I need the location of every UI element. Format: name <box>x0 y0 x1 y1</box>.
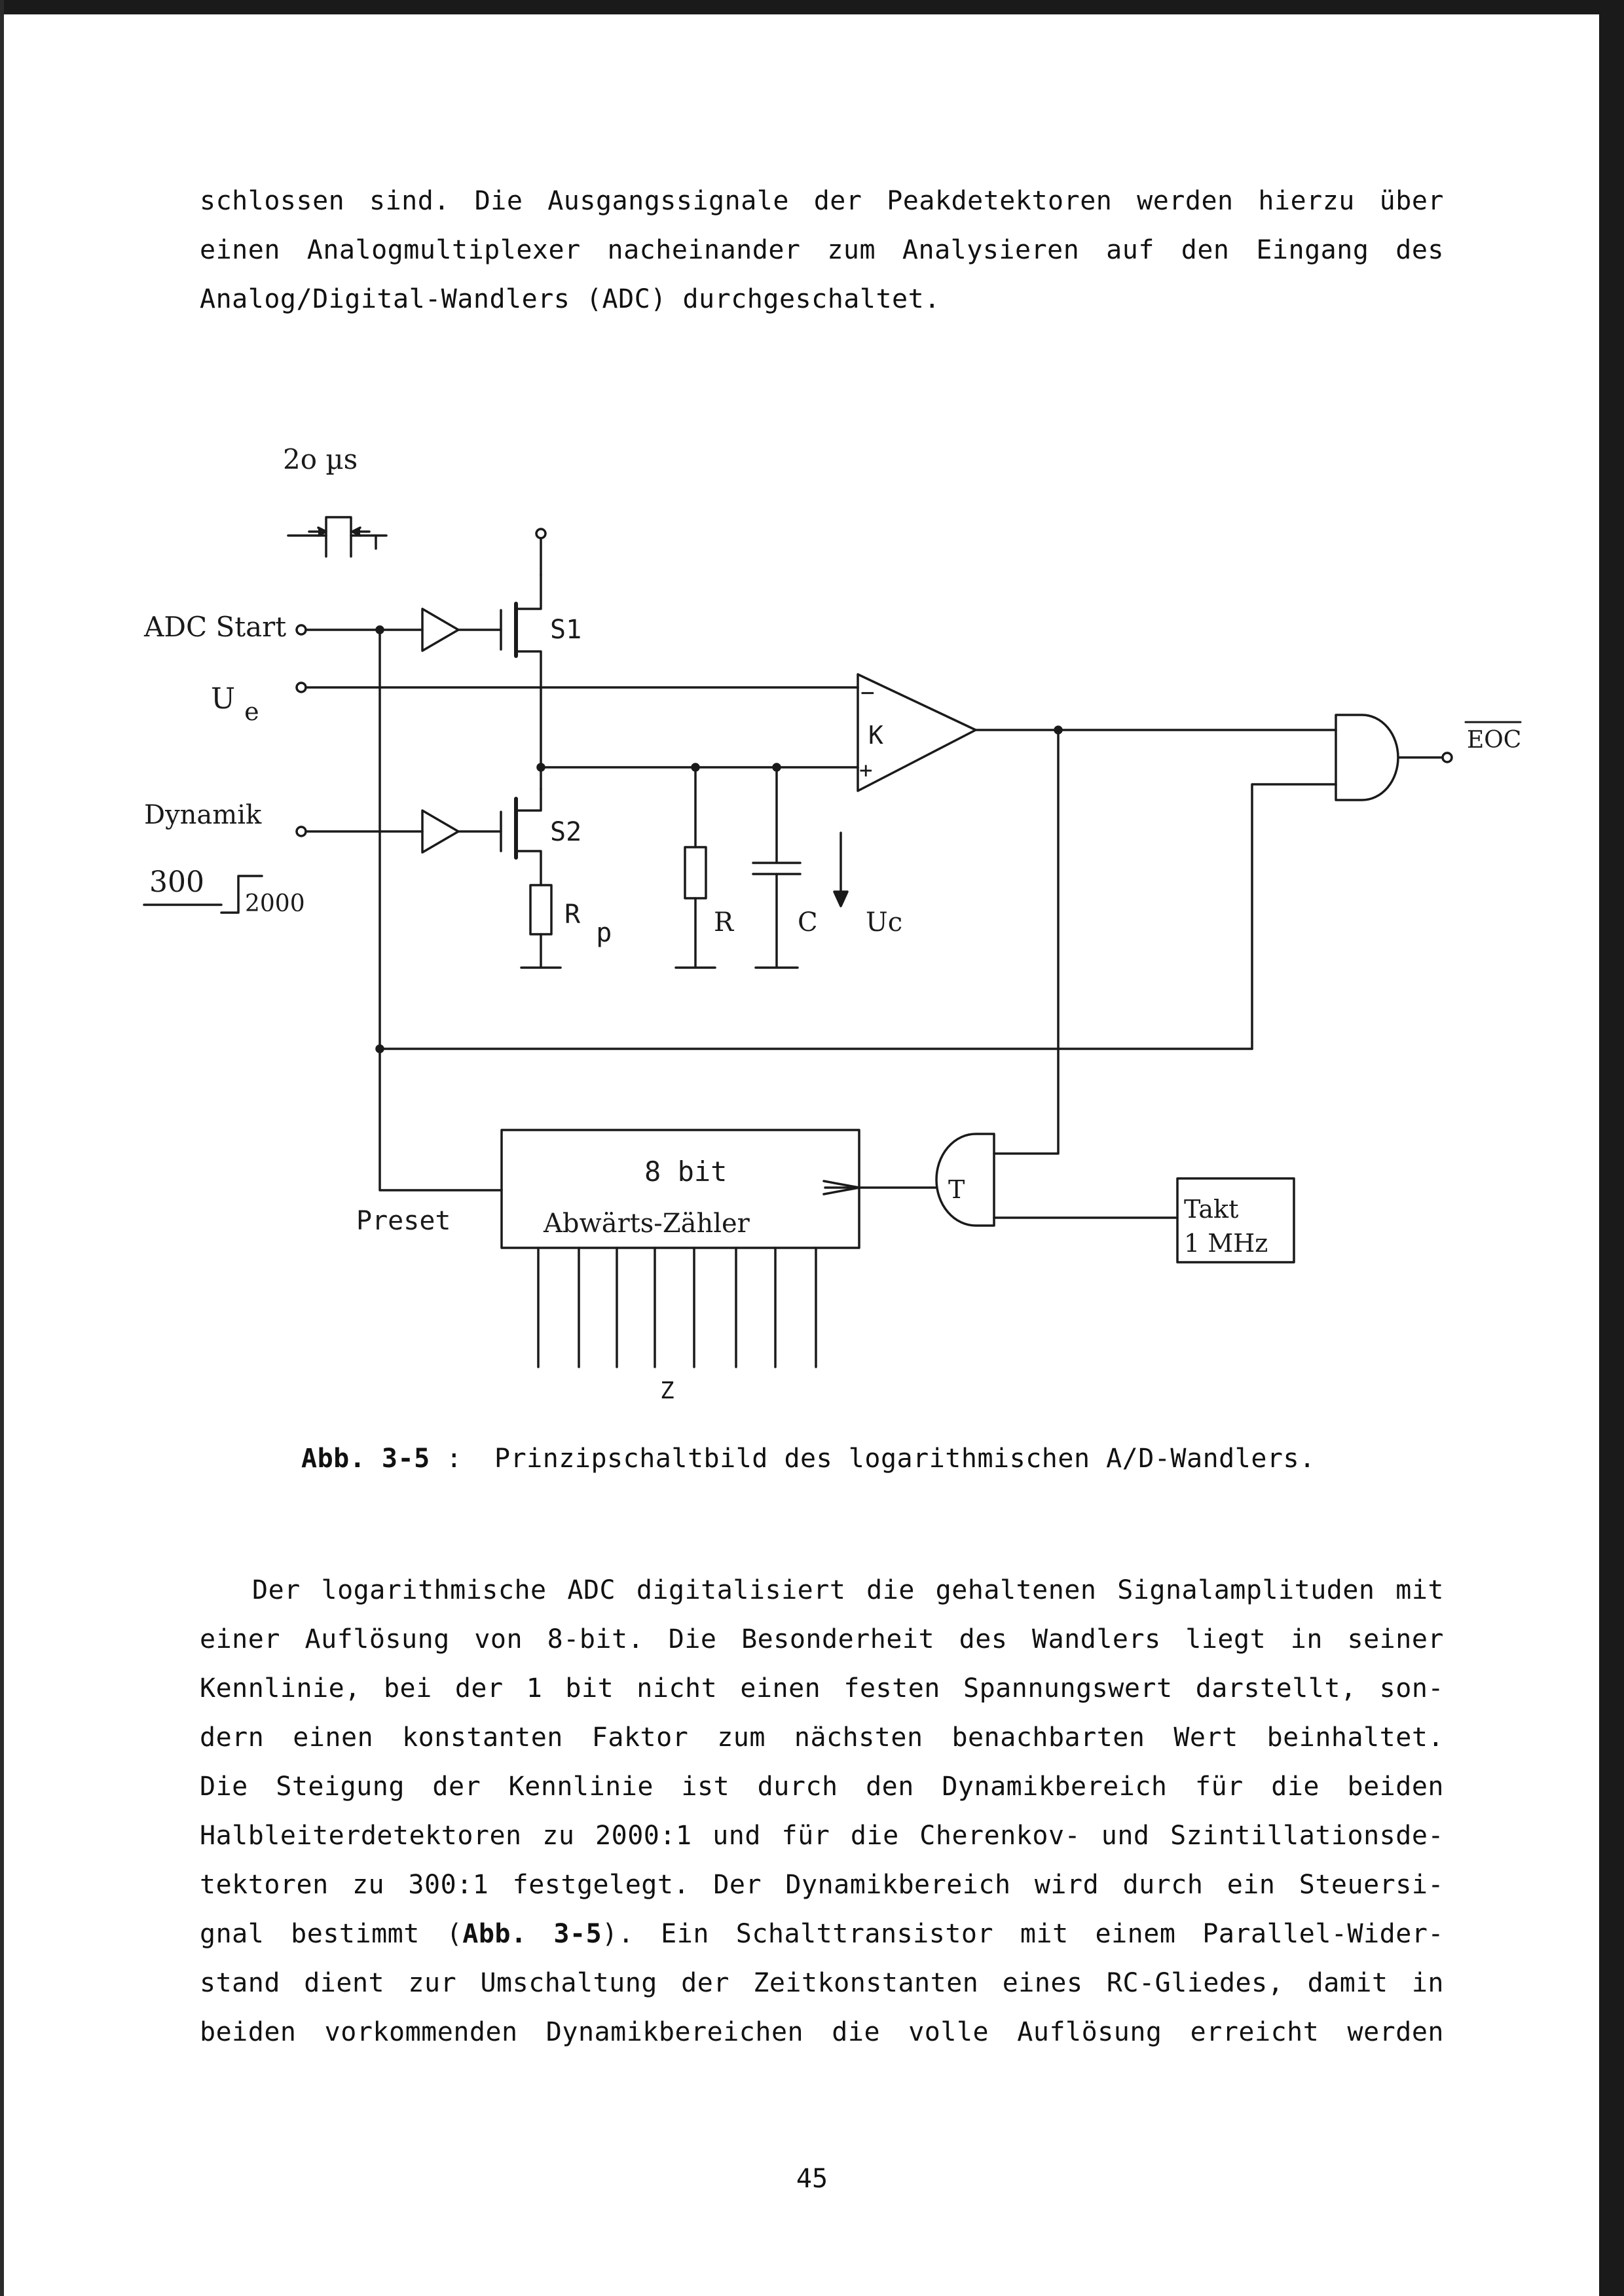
text-line: einen Analogmultiplexer nacheinander zum… <box>200 235 1444 265</box>
ue-label: U e <box>211 682 259 726</box>
gate-t <box>858 1133 1179 1227</box>
clock-label-2: 1 MHz <box>1184 1229 1268 1258</box>
comparator-minus: − <box>860 680 875 706</box>
figure-reference: Abb. 3-5 <box>462 1919 602 1949</box>
driver-buffer-1 <box>421 608 502 652</box>
range-low-label: 300 <box>149 866 204 899</box>
transistor-s1 <box>500 528 547 689</box>
output-bus-lines <box>537 1247 817 1368</box>
s1-label: S1 <box>550 615 581 645</box>
comparator-label: K <box>868 721 883 750</box>
driver-buffer-2 <box>421 809 502 854</box>
text-line: Halbleiterdetektoren zu 2000:1 und für d… <box>200 1821 1444 1851</box>
text-line: Die Steigung der Kennlinie ist durch den… <box>200 1772 1444 1802</box>
transistor-s2 <box>500 788 542 886</box>
caption-separator: : <box>430 1444 494 1474</box>
output-and-gate <box>1251 714 1453 1050</box>
text-line: Analog/Digital-Wandlers (ADC) durchgesch… <box>200 284 940 314</box>
pulse-width-label: 2o µs <box>283 443 358 475</box>
uc-label: Uc <box>866 907 902 938</box>
output-bus-label: Z <box>660 1377 674 1404</box>
counter-bits-label: 8 bit <box>644 1156 727 1188</box>
page-number: 45 <box>796 2164 828 2194</box>
paragraph-top: schlossen sind. Die Ausgangssignale der … <box>200 177 1444 324</box>
pulse-symbol <box>287 516 388 558</box>
comparator-to-gate-wire <box>993 729 1060 1155</box>
gate-t-label: T <box>948 1175 965 1204</box>
scan-border-left <box>0 0 4 2296</box>
resistor-r <box>674 766 716 969</box>
c-label: C <box>798 907 818 938</box>
comparator-k <box>857 673 1337 792</box>
junction-dot <box>536 763 545 772</box>
preset-bus <box>375 629 1253 1192</box>
capacitor-c <box>752 766 802 969</box>
text-line: Kennlinie, bei der 1 bit nicht einen fes… <box>200 1673 1444 1704</box>
text-line: dern einen konstanten Faktor zum nächste… <box>200 1722 1444 1753</box>
r-label: R <box>714 907 735 938</box>
circuit-diagram: 2o µs ADC Start U e Dynamik 300 2000 S1 … <box>143 443 1522 1404</box>
resistor-rp <box>520 884 562 969</box>
text-line: tektoren zu 300:1 festgelegt. Der Dynami… <box>200 1870 1444 1900</box>
paragraph-bottom: Der logarithmische ADC digitalisiert die… <box>200 1566 1444 2057</box>
text-line: Der logarithmische ADC digitalisiert die… <box>252 1575 1444 1605</box>
text-line: schlossen sind. Die Ausgangssignale der … <box>200 186 1444 216</box>
text-line: stand dient zur Umschaltung der Zeitkons… <box>200 1968 1444 1998</box>
figure-caption: Abb. 3-5 : Prinzipschaltbild des logarit… <box>301 1444 1316 1474</box>
dynamik-wire <box>295 826 424 837</box>
uc-arrow <box>833 831 849 907</box>
rp-label: R p <box>564 900 612 948</box>
range-switch-symbol <box>143 875 263 914</box>
caption-label: Abb. 3-5 <box>301 1444 430 1474</box>
s2-label: S2 <box>550 817 581 847</box>
counter-name-label: Abwärts-Zähler <box>543 1209 750 1239</box>
scan-border-right <box>1599 0 1624 2296</box>
text-line: beiden vorkommenden Dynamikbereichen die… <box>200 2017 1444 2047</box>
node-wire <box>540 686 859 790</box>
text-fragment: ). Ein Schalttransistor mit einem Parall… <box>602 1919 1444 1949</box>
range-high-label: 2000 <box>245 890 305 917</box>
preset-label: Preset <box>356 1206 451 1236</box>
adc-start-label: ADC Start <box>143 611 286 643</box>
text-line: einer Auflösung von 8-bit. Die Besonderh… <box>200 1624 1444 1654</box>
caption-text: Prinzipschaltbild des logarithmischen A/… <box>494 1444 1316 1474</box>
adc-start-wire <box>295 624 424 636</box>
ue-input-wire <box>295 682 859 693</box>
scan-border-top <box>0 0 1624 14</box>
text-line: gnal bestimmt (Abb. 3-5). Ein Schalttran… <box>200 1910 1444 1959</box>
text-fragment: gnal bestimmt ( <box>200 1919 463 1949</box>
comparator-plus: + <box>859 757 872 784</box>
clock-box <box>1176 1177 1295 1264</box>
dynamik-label: Dynamik <box>144 800 262 830</box>
eoc-label: EOC <box>1467 727 1521 754</box>
clock-label-1: Takt <box>1184 1195 1238 1224</box>
